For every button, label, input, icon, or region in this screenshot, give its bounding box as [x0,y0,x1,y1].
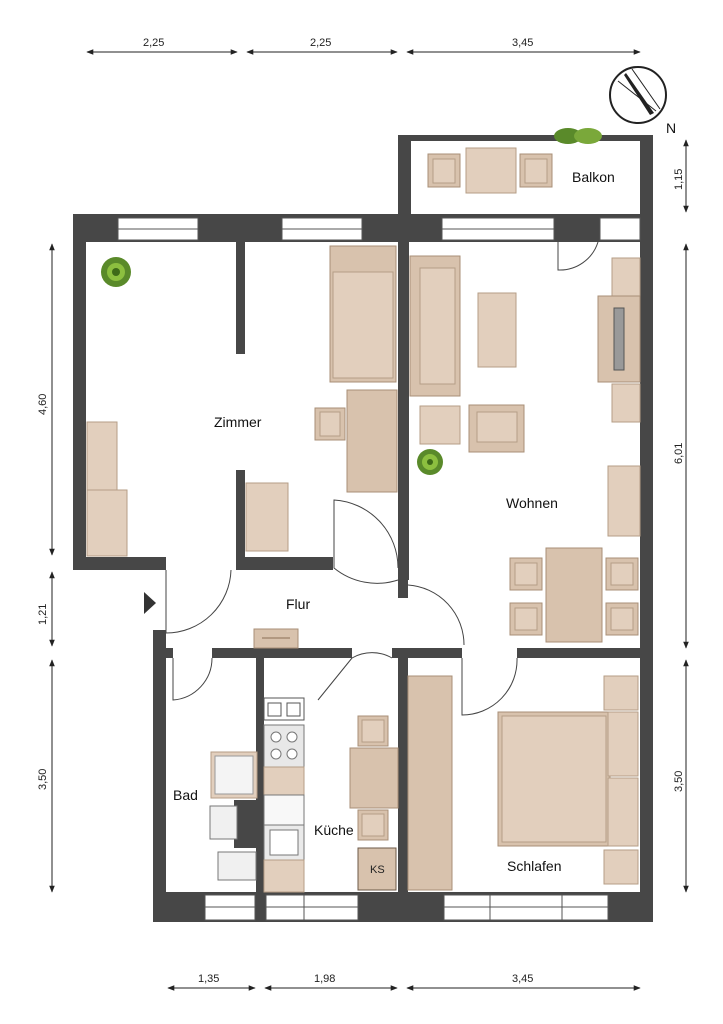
room-label-flur: Flur [286,596,310,612]
dim-right-3: 3,50 [673,771,685,792]
ks-fridge [357,847,397,891]
dim-bottom-3: 3,45 [512,973,533,985]
dim-top-1: 2,25 [143,37,164,49]
dim-right-2: 6,01 [673,443,685,464]
room-label-schlafen: Schlafen [507,858,561,874]
plant-icon [101,128,602,475]
room-label-kueche: Küche [314,822,354,838]
room-label-zimmer: Zimmer [214,414,262,430]
stove [263,724,305,768]
desk [346,389,398,493]
dim-left-1: 4,60 [37,394,49,415]
doors [144,241,599,716]
room-label-bad: Bad [173,787,198,803]
furniture [86,147,641,893]
dim-bottom-1: 1,35 [198,973,219,985]
compass-icon [609,66,667,124]
coffee-table [477,292,517,368]
north-label: N [666,120,676,136]
dim-top-3: 3,45 [512,37,533,49]
kitchen-table [349,747,399,809]
window [599,217,641,241]
windows [117,217,641,921]
dim-bottom-2: 1,98 [314,973,335,985]
wardrobe [86,421,118,491]
dining-table [545,547,603,643]
dim-top-2: 2,25 [310,37,331,49]
dim-right-1: 1,15 [673,169,685,190]
toilet [217,851,257,881]
sink [209,805,238,840]
dim-left-2: 1,21 [37,604,49,625]
wardrobe-schlafen [407,675,453,891]
dim-left-3: 3,50 [37,769,49,790]
room-label-wohnen: Wohnen [506,495,558,511]
dimension-lines [49,49,689,991]
room-label-balkon: Balkon [572,169,615,185]
ks-label: KS [370,864,385,876]
entrance-arrow [144,592,156,614]
